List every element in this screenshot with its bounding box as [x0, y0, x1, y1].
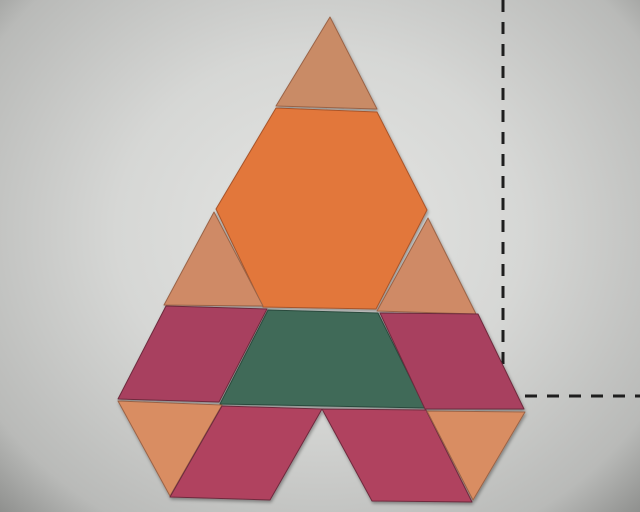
triangle-left-mid [163, 211, 264, 307]
triangle-top [275, 16, 378, 110]
rhombus-right-lower [321, 408, 473, 503]
triangle-right-bottom [426, 410, 526, 501]
triangle-right-mid [376, 217, 477, 315]
rhombus-right-upper [379, 312, 525, 410]
rhombus-left-upper [117, 305, 268, 403]
hexagon-center [215, 107, 428, 310]
rhombus-left-lower [169, 405, 323, 501]
